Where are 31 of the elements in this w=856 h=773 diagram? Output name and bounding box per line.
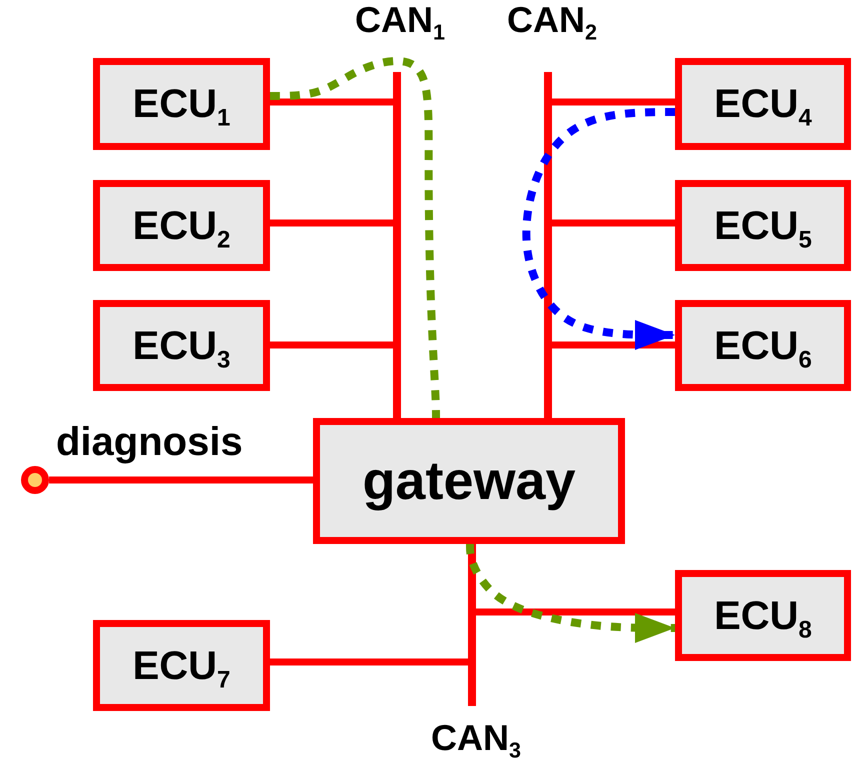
bus-label: CAN$_{3}$	[430, 720, 522, 756]
bus-connection-line	[270, 342, 393, 348]
ecu-box	[93, 300, 270, 391]
ecu-label: ECU$_{2}$	[132, 206, 230, 246]
ecu-box	[93, 58, 270, 150]
ecu-box	[675, 58, 851, 150]
ecu-box	[93, 620, 270, 711]
message-path-arrow	[466, 543, 675, 643]
gateway-box	[313, 418, 625, 544]
bus-connection-line	[49, 476, 313, 484]
ecu-label: ECU$_{4}$	[714, 84, 812, 124]
port-label: diagnosis	[56, 422, 243, 462]
bus-connection-line	[552, 342, 675, 348]
ecu-label: ECU$_{5}$	[714, 206, 812, 246]
bus-connection-line	[476, 608, 675, 616]
ecu-box	[93, 180, 270, 271]
ecu-box	[675, 180, 851, 271]
ecu-label: ECU$_{8}$	[714, 596, 812, 636]
ecu-label: ECU$_{3}$	[132, 326, 230, 366]
ecu-box	[675, 300, 851, 391]
gateway-label: gateway	[362, 454, 576, 508]
ecu-label: ECU$_{6}$	[714, 326, 812, 366]
ecu-label: ECU$_{7}$	[132, 646, 230, 686]
bus-connection-line	[270, 220, 393, 226]
bus-label: CAN$_{1}$	[354, 2, 446, 38]
bus-connection-line	[270, 658, 468, 666]
bus-label: CAN$_{2}$	[506, 2, 598, 38]
message-path-arrow	[522, 108, 675, 350]
bus-connection-line	[552, 98, 675, 106]
ecu-label: ECU$_{1}$	[132, 84, 230, 124]
ecu-box	[675, 570, 851, 661]
